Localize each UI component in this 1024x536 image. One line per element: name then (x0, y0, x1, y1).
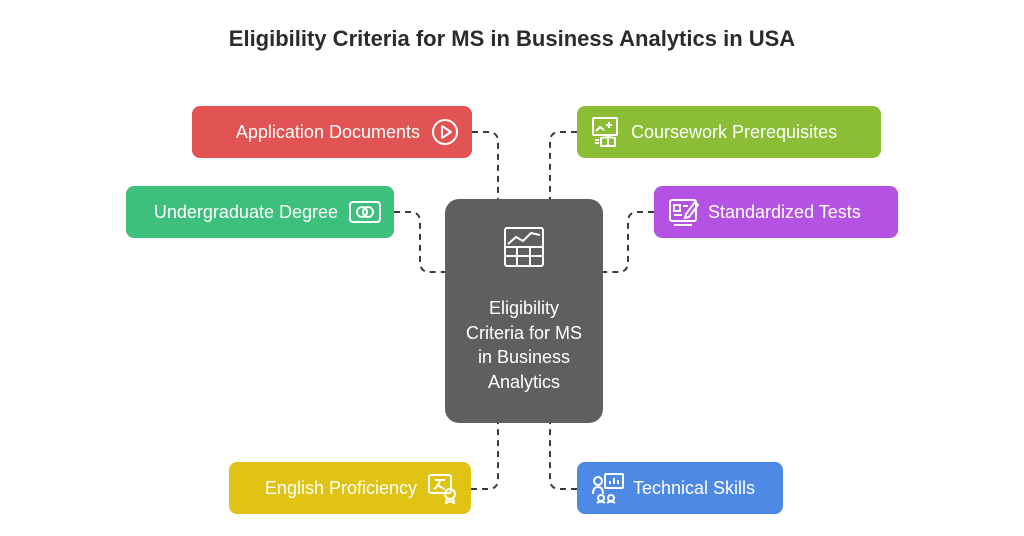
node-label: English Proficiency (264, 477, 417, 498)
node-application-documents: Application Documents (192, 106, 472, 158)
connector-english-proficiency (471, 423, 499, 490)
connector-application-documents (472, 131, 499, 199)
node-standardized-tests: Standardized Tests (654, 186, 898, 238)
node-label: Coursework Prerequisites (631, 121, 838, 142)
node-english-proficiency: English Proficiency (229, 462, 471, 514)
connector-technical-skills (549, 423, 577, 490)
node-label: Technical Skills (633, 477, 756, 498)
card-icon (348, 199, 382, 225)
node-label: Standardized Tests (708, 201, 861, 222)
language-certificate-icon (427, 472, 459, 504)
chart-grid-icon (502, 225, 546, 274)
node-label: Undergraduate Degree (153, 201, 338, 222)
play-circle-icon (430, 117, 460, 147)
test-sheet-icon (668, 197, 700, 227)
node-label: Application Documents (235, 121, 420, 142)
connector-undergraduate-degree (394, 211, 445, 273)
node-undergraduate-degree: Undergraduate Degree (126, 186, 394, 238)
node-coursework-prerequisites: Coursework Prerequisites (577, 106, 881, 158)
node-technical-skills: Technical Skills (577, 462, 783, 514)
central-topic: Eligibility Criteria for MS in Business … (445, 199, 603, 423)
connector-coursework-prerequisites (549, 131, 577, 199)
central-topic-label: Eligibility Criteria for MS in Business … (465, 298, 582, 392)
people-chart-icon (591, 472, 625, 504)
connector-standardized-tests (603, 211, 654, 273)
diagram-title: Eligibility Criteria for MS in Business … (228, 26, 796, 51)
board-book-icon (591, 116, 623, 148)
